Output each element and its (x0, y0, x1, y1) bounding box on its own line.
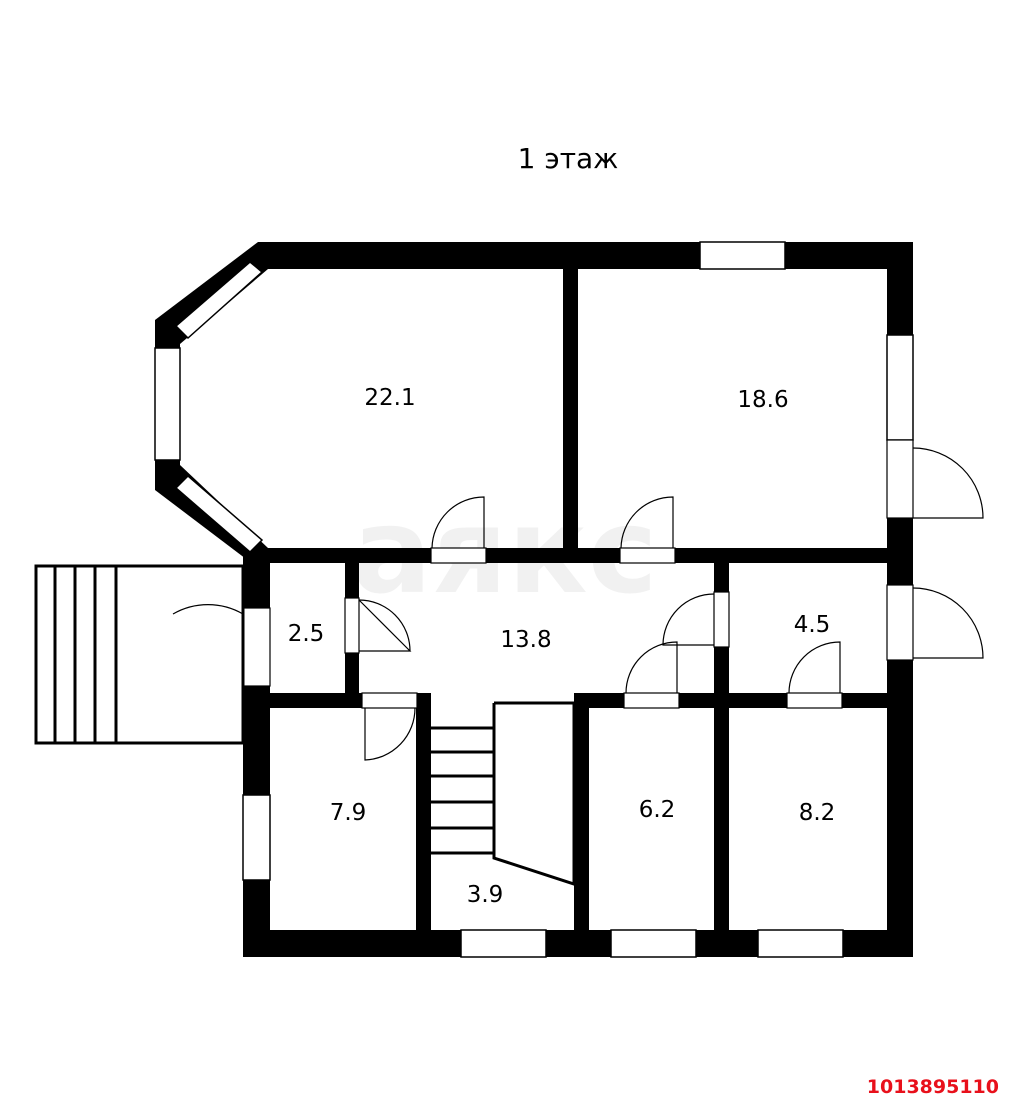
doors (172, 439, 984, 761)
interior-stairs (431, 701, 576, 887)
room-area-label: 3.9 (467, 882, 504, 908)
room-area-label: 18.6 (737, 387, 788, 413)
room-area-label: 13.8 (500, 627, 551, 653)
room-area-label: 8.2 (799, 800, 836, 826)
listing-id: 1013895110 (866, 1076, 999, 1098)
floor-title: 1 этаж (517, 142, 619, 175)
room-area-label: 6.2 (639, 797, 676, 823)
room-area-label: 7.9 (330, 800, 367, 826)
room-labels: 22.1 18.6 13.8 2.5 4.5 7.9 3.9 6.2 8.2 (288, 385, 836, 908)
windows (154, 241, 914, 958)
porch-steps (34, 564, 245, 745)
room-area-label: 22.1 (364, 385, 415, 411)
room-area-label: 2.5 (288, 621, 325, 647)
room-area-label: 4.5 (794, 612, 831, 638)
